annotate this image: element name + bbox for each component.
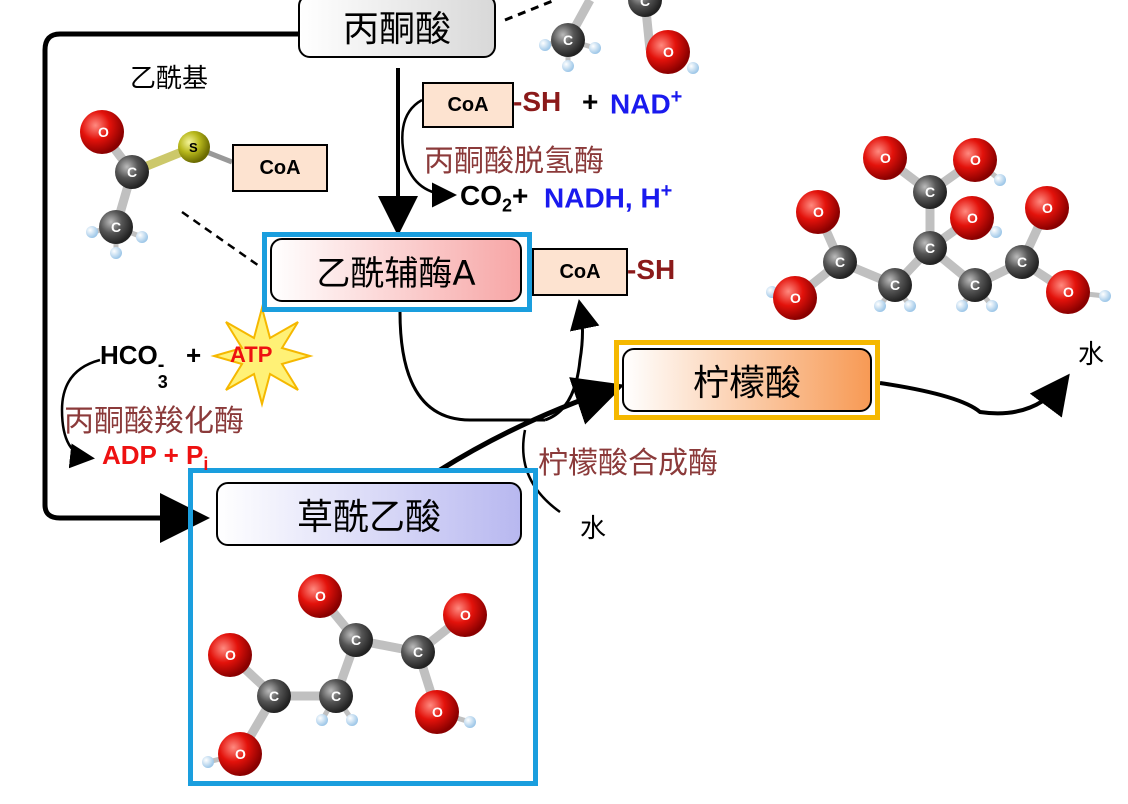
- pdh-side-arrow: [401, 98, 457, 208]
- svg-text:O: O: [967, 210, 978, 226]
- citrate-out-arrow: [879, 373, 1070, 418]
- nadh-label: NADH, H+: [544, 180, 673, 214]
- acetyl-coa-box[interactable]: 乙酰辅酶A: [270, 238, 522, 302]
- svg-text:O: O: [663, 44, 674, 60]
- coa-box-pdh: CoA: [422, 82, 514, 128]
- oxaloacetate-to-citrate-arrow: [438, 377, 625, 473]
- svg-text:C: C: [1017, 254, 1027, 270]
- citrate-highlight-frame: [614, 340, 880, 420]
- sh-label-acetylcoa: -SH: [627, 254, 676, 285]
- oxaloacetate-box[interactable]: 草酰乙酸: [216, 482, 522, 546]
- carboxylase-arrow: [60, 358, 101, 469]
- oxaloacetate-molecule: O O O O O C C C C: [202, 574, 487, 776]
- svg-text:O: O: [880, 150, 891, 166]
- svg-text:C: C: [563, 32, 573, 48]
- carboxylase-enzyme-label: 丙酮酸羧化酶: [64, 404, 244, 439]
- pdh-enzyme-label: 丙酮酸脱氢酶: [424, 144, 604, 179]
- coa-box-acetyl: CoA: [232, 144, 328, 192]
- svg-text:C: C: [111, 219, 121, 235]
- coa-box-acetylcoa: CoA: [532, 248, 628, 296]
- co2-label: CO2+: [460, 180, 529, 216]
- sulfur-atom: [178, 131, 210, 163]
- svg-text:C: C: [835, 254, 845, 270]
- acetylcoa-highlight-frame: [262, 232, 532, 312]
- carbon-atom: [115, 155, 149, 189]
- citrate-molecule: O O O O O O O C C C C C C: [766, 136, 1111, 320]
- acetyl-group-label: 乙酰基: [130, 64, 209, 94]
- svg-text:C: C: [925, 240, 935, 256]
- pyruvate-to-oxaloacetate-line: [42, 31, 298, 543]
- adp-label: ADP + Pi: [102, 440, 209, 475]
- svg-text:S: S: [189, 140, 198, 155]
- nad-label: NAD+: [610, 86, 683, 120]
- svg-text:C: C: [890, 277, 900, 293]
- svg-text:O: O: [790, 290, 801, 306]
- citrate-synthase-label: 柠檬酸合成酶: [538, 446, 718, 481]
- citrate-box[interactable]: 柠檬酸: [622, 348, 872, 412]
- oxygen-atom: [80, 110, 124, 154]
- pyruvate-box[interactable]: 丙酮酸: [298, 0, 496, 58]
- pyruvate-molecule: C C O: [539, 0, 699, 74]
- svg-text:C: C: [640, 0, 650, 9]
- water-label-in: 水: [580, 514, 607, 544]
- water-label-out: 水: [1078, 340, 1105, 370]
- hco3-label: HCO-3: [100, 340, 168, 392]
- svg-text:O: O: [98, 124, 109, 140]
- svg-text:O: O: [1063, 284, 1074, 300]
- water-in-line: [521, 429, 561, 514]
- svg-text:O: O: [225, 647, 236, 663]
- atp-starburst: [210, 304, 314, 408]
- svg-text:O: O: [813, 204, 824, 220]
- acetyl-dashed-line: [181, 210, 263, 270]
- carbon-atom: [551, 23, 585, 57]
- carbon-atom: [99, 210, 133, 244]
- svg-text:C: C: [413, 644, 423, 660]
- plus-label-carboxylase: +: [186, 340, 202, 370]
- svg-text:O: O: [315, 588, 326, 604]
- svg-text:O: O: [1042, 200, 1053, 216]
- svg-text:C: C: [269, 688, 279, 704]
- svg-text:O: O: [970, 152, 981, 168]
- plus-label-pdh: +: [582, 86, 599, 117]
- oxygen-atom: [646, 30, 690, 74]
- svg-text:C: C: [331, 688, 341, 704]
- svg-text:C: C: [351, 632, 361, 648]
- carbon-atom: [628, 0, 662, 17]
- acetyl-molecule: O C S C: [80, 110, 233, 259]
- svg-text:C: C: [970, 277, 980, 293]
- atp-label: ATP: [230, 342, 273, 367]
- acetylcoa-to-citrate-line: [398, 311, 545, 422]
- svg-text:C: C: [925, 184, 935, 200]
- svg-text:O: O: [432, 704, 443, 720]
- svg-text:C: C: [127, 164, 137, 180]
- oxaloacetate-highlight-frame: [188, 468, 538, 786]
- sh-label-pdh: -SH: [513, 86, 562, 117]
- pyruvate-dashed-line: [504, 0, 556, 22]
- svg-text:O: O: [460, 607, 471, 623]
- svg-text:O: O: [235, 746, 246, 762]
